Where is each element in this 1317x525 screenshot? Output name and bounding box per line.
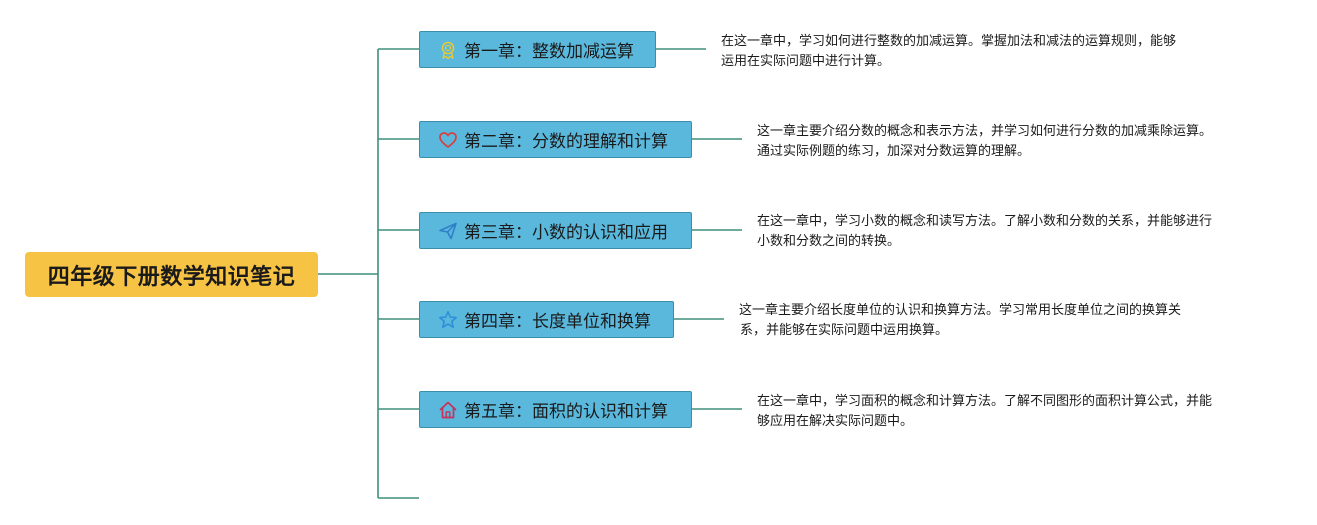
desc-line: 够应用在解决实际问题中。 <box>757 414 914 429</box>
paper-plane-icon <box>438 221 458 241</box>
topic-label: 第五章：面积的认识和计算 <box>464 402 668 422</box>
desc-line: 系，并能够在实际问题中运用换算。 <box>740 323 949 338</box>
topic-label: 第二章：分数的理解和计算 <box>464 132 668 152</box>
house-icon <box>438 400 458 420</box>
topic-label: 第一章：整数加减运算 <box>464 42 634 62</box>
medal-icon <box>438 40 458 60</box>
desc-line: 在这一章中，学习小数的概念和读写方法。了解小数和分数的关系，并能够进行 <box>757 214 1213 229</box>
topic-2-description: 这一章主要介绍分数的概念和表示方法，并学习如何进行分数的加减乘除运算。 通过实际… <box>757 122 1212 162</box>
desc-line: 运用在实际问题中进行计算。 <box>721 54 891 69</box>
topic-1-description: 在这一章中，学习如何进行整数的加减运算。掌握加法和减法的运算规则，能够 运用在实… <box>721 32 1176 72</box>
topic-label: 第三章：小数的认识和应用 <box>464 223 668 243</box>
desc-line: 在这一章中，学习如何进行整数的加减运算。掌握加法和减法的运算规则，能够 <box>721 34 1177 49</box>
heart-icon <box>438 130 458 150</box>
desc-line: 在这一章中，学习面积的概念和计算方法。了解不同图形的面积计算公式，并能 <box>757 394 1213 409</box>
topic-4-description: 这一章主要介绍长度单位的认识和换算方法。学习常用长度单位之间的换算关 系，并能够… <box>739 301 1181 341</box>
desc-line: 这一章主要介绍长度单位的认识和换算方法。学习常用长度单位之间的换算关 <box>739 303 1182 318</box>
topic-label: 第四章：长度单位和换算 <box>464 312 651 332</box>
desc-line: 这一章主要介绍分数的概念和表示方法，并学习如何进行分数的加减乘除运算。 <box>757 124 1213 139</box>
desc-line: 小数和分数之间的转换。 <box>757 234 901 249</box>
root-topic[interactable]: 四年级下册数学知识笔记 <box>25 252 318 297</box>
topic-chapter-5[interactable]: 第五章：面积的认识和计算 <box>419 391 692 428</box>
topic-chapter-3[interactable]: 第三章：小数的认识和应用 <box>419 212 692 249</box>
topic-chapter-2[interactable]: 第二章：分数的理解和计算 <box>419 121 692 158</box>
topic-chapter-4[interactable]: 第四章：长度单位和换算 <box>419 301 674 338</box>
desc-line: 通过实际例题的练习，加深对分数运算的理解。 <box>757 144 1031 159</box>
topic-5-description: 在这一章中，学习面积的概念和计算方法。了解不同图形的面积计算公式，并能 够应用在… <box>757 392 1212 432</box>
star-icon <box>438 310 458 330</box>
topic-3-description: 在这一章中，学习小数的概念和读写方法。了解小数和分数的关系，并能够进行 小数和分… <box>757 212 1212 252</box>
topic-chapter-1[interactable]: 第一章：整数加减运算 <box>419 31 656 68</box>
